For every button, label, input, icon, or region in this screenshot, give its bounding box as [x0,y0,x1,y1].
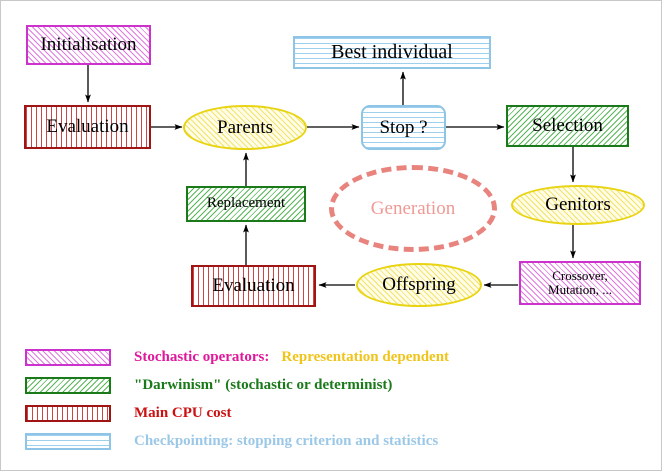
legend-text-checkpointing: Checkpointing: stopping criterion and st… [134,433,438,450]
legend-swatch-checkpointing [25,433,111,450]
node-genitors: Genitors [511,185,645,225]
node-evaluation_top: Evaluation [24,105,151,149]
legend-swatch-stochastic [25,349,111,366]
legend-row-cpu-cost: Main CPU cost [25,401,625,426]
node-label: Replacement [206,195,286,212]
node-label: Evaluation [46,116,129,138]
node-label: Initialisation [40,34,137,56]
legend-row-darwinism: "Darwinism" (stochastic or determinist) [25,373,625,398]
node-label: Offspring [382,274,456,296]
node-parents: Parents [183,105,307,150]
legend-label-primary: Checkpointing: stopping criterion and st… [134,433,439,449]
node-crossover_mutation: Crossover,Mutation, ... [519,261,641,305]
legend-text-cpu-cost: Main CPU cost [134,405,232,422]
node-offspring: Offspring [356,263,482,307]
node-best_individual: Best individual [293,36,491,69]
node-label: Selection [532,115,603,137]
node-label: Genitors [545,194,611,216]
legend: Stochastic operators: Representation depe… [25,345,625,457]
node-generation: Generation [329,165,497,252]
node-label: Parents [217,116,273,138]
node-selection: Selection [506,105,629,147]
node-label: Generation [370,197,456,219]
node-stop: Stop ? [361,105,446,150]
legend-row-checkpointing: Checkpointing: stopping criterion and st… [25,429,625,454]
legend-text-darwinism: "Darwinism" (stochastic or determinist) [134,377,392,394]
legend-label-primary: Stochastic operators: [134,349,270,365]
node-label: Stop ? [379,116,428,138]
node-label: Best individual [331,41,453,63]
legend-label-secondary: Representation dependent [281,349,450,365]
legend-row-stochastic: Stochastic operators: Representation depe… [25,345,625,370]
legend-swatch-darwinism [25,377,111,394]
node-initialisation: Initialisation [26,25,151,65]
legend-text-stochastic: Stochastic operators: Representation depe… [134,349,449,366]
node-label: Evaluation [212,275,295,297]
legend-label-primary: "Darwinism" (stochastic or determinist) [134,377,393,393]
node-evaluation_bottom: Evaluation [191,265,316,307]
legend-swatch-cpu-cost [25,405,111,422]
node-replacement: Replacement [186,186,306,222]
legend-label-primary: Main CPU cost [134,405,232,421]
node-label: Crossover,Mutation, ... [548,268,612,297]
